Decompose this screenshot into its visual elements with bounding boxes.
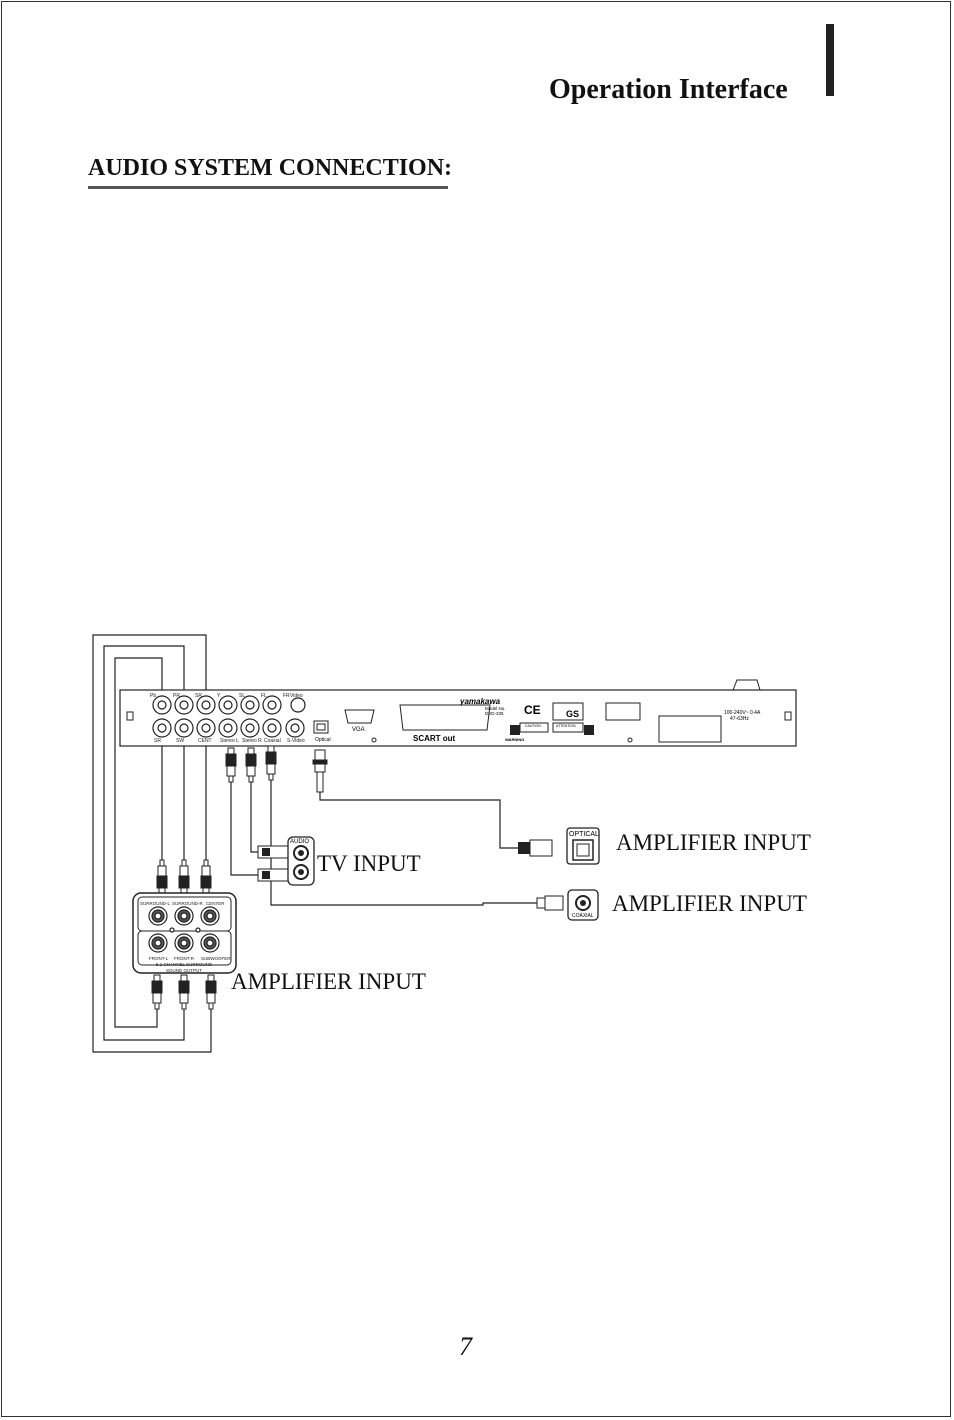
tv-audio-input-jack: AUDIO xyxy=(257,836,315,886)
amplifier-input-optical-label: AMPLIFIER INPUT xyxy=(616,830,811,855)
brand-logo: yamakawa xyxy=(459,697,501,706)
scart-port xyxy=(399,704,491,731)
svg-text:CAUTION: CAUTION xyxy=(525,724,541,728)
svg-text:5.1 CHANNEL SURROUND: 5.1 CHANNEL SURROUND xyxy=(156,962,213,967)
player-bottom-label: S-Video xyxy=(287,738,305,744)
gs-mark xyxy=(552,702,584,721)
svg-text:SOUND OUTPUT: SOUND OUTPUT xyxy=(166,968,202,973)
optical-plug xyxy=(312,749,328,793)
svg-text:FRONT-R: FRONT-R xyxy=(174,956,195,961)
wire-stereo-l xyxy=(230,775,258,876)
section-title: AUDIO SYSTEM CONNECTION: xyxy=(88,155,453,181)
wire-center-loop xyxy=(92,634,212,1053)
rca-plugs xyxy=(151,745,277,1010)
svg-text:GS: GS xyxy=(566,709,579,719)
amplifier-optical-jack: OPTICAL xyxy=(518,827,600,865)
player-top-label: Video xyxy=(290,693,303,699)
rating-sticker xyxy=(605,702,641,721)
player-top-label: Y xyxy=(217,693,221,699)
page-title: Operation Interface xyxy=(549,74,788,105)
model-label: Model No. xyxy=(485,706,506,711)
power-rating: 100-240V~ 0.4A xyxy=(724,710,761,716)
coaxial-jack-label: COAXIAL xyxy=(572,913,594,919)
player-top-label: FL xyxy=(261,693,267,699)
section-underline xyxy=(88,186,448,189)
optical-label: Optical xyxy=(315,737,331,743)
ce-mark: CE xyxy=(524,703,541,717)
vga-port xyxy=(344,709,375,724)
player-bottom-label: Stereo L xyxy=(220,738,239,744)
svg-text:SURROUND-L: SURROUND-L xyxy=(140,901,170,906)
side-tab-bar xyxy=(826,24,834,96)
player-bottom-label: CENT xyxy=(198,738,212,744)
amplifier-input-coaxial-label: AMPLIFIER INPUT xyxy=(612,891,807,916)
tv-input-label: TV INPUT xyxy=(317,851,421,876)
page-number: 7 xyxy=(459,1332,472,1361)
surround-input-box: SURROUND-L SURROUND-R CENTER FRONT-L FRO… xyxy=(132,892,237,974)
serial-label-box xyxy=(658,715,722,743)
wire-stereo-r xyxy=(250,775,258,853)
player-bottom-label: Coaxial xyxy=(264,738,281,744)
svg-text:SUBWOOFER: SUBWOOFER xyxy=(201,956,231,961)
amplifier-coaxial-jack: COAXIAL xyxy=(536,889,599,921)
wire-sw-loop xyxy=(103,645,185,1041)
player-bottom-label: SW xyxy=(176,738,184,744)
player-top-label: SL xyxy=(239,693,245,699)
warning-triangle-icon-2 xyxy=(584,725,594,735)
wire-optical xyxy=(319,792,518,849)
svg-text:ATTENTION: ATTENTION xyxy=(556,724,576,728)
svg-text:SURROUND-R: SURROUND-R xyxy=(172,901,203,906)
tv-audio-label: AUDIO xyxy=(290,839,309,845)
scart-label: SCART out xyxy=(413,734,456,743)
optical-jack-label: OPTICAL xyxy=(569,831,599,838)
player-top-label: PR xyxy=(173,693,180,699)
player-top-label: Pb xyxy=(150,693,156,699)
player-top-label: FR xyxy=(283,693,290,699)
svg-text:DVD-335: DVD-335 xyxy=(485,711,504,716)
amplifier-input-surround-label: AMPLIFIER INPUT xyxy=(231,969,426,994)
player-top-label: SR xyxy=(195,693,202,699)
svg-text:47-63Hz: 47-63Hz xyxy=(730,716,749,722)
vga-label: VGA xyxy=(352,727,365,733)
svg-text:CENTER: CENTER xyxy=(206,901,225,906)
wire-coaxial xyxy=(270,770,537,906)
warning-triangle-icon xyxy=(510,725,520,735)
player-bottom-label: Stereo R xyxy=(242,738,262,744)
optical-port xyxy=(313,720,329,734)
wire-sr-loop xyxy=(114,657,163,1028)
player-bottom-label: SR xyxy=(154,738,161,744)
svg-text:FRONT-L: FRONT-L xyxy=(149,956,169,961)
outer-wires xyxy=(92,634,537,1053)
svg-text:WARNING: WARNING xyxy=(505,737,524,742)
